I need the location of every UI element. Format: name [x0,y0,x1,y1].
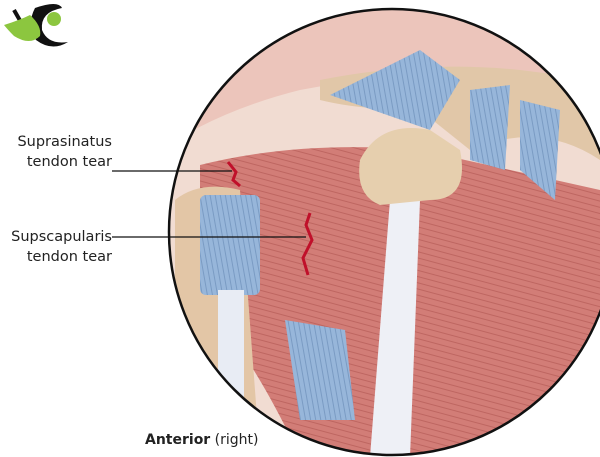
coracoid [359,128,462,205]
tendon [200,195,260,295]
caption-rest: (right) [210,432,259,448]
supraspinatus-label: Suprasinatus tendon tear [5,132,112,172]
biceps-tendon [218,290,244,410]
supraspinatus-tear [226,161,241,188]
view-circle [167,7,600,457]
label-line: Supscapularis [11,229,112,245]
logo [4,4,68,47]
anatomy-view [169,9,600,455]
caption-bold: Anterior [145,432,211,448]
label-line: Suprasinatus [17,134,112,150]
long-tendon [370,200,420,455]
label-line: tendon tear [26,154,112,170]
label-line: tendon tear [26,249,112,265]
subscapularis-label: Supscapularis tendon tear [0,227,112,267]
subscapularis-tear [301,212,314,276]
view-caption: Anterior (right) [145,432,259,448]
